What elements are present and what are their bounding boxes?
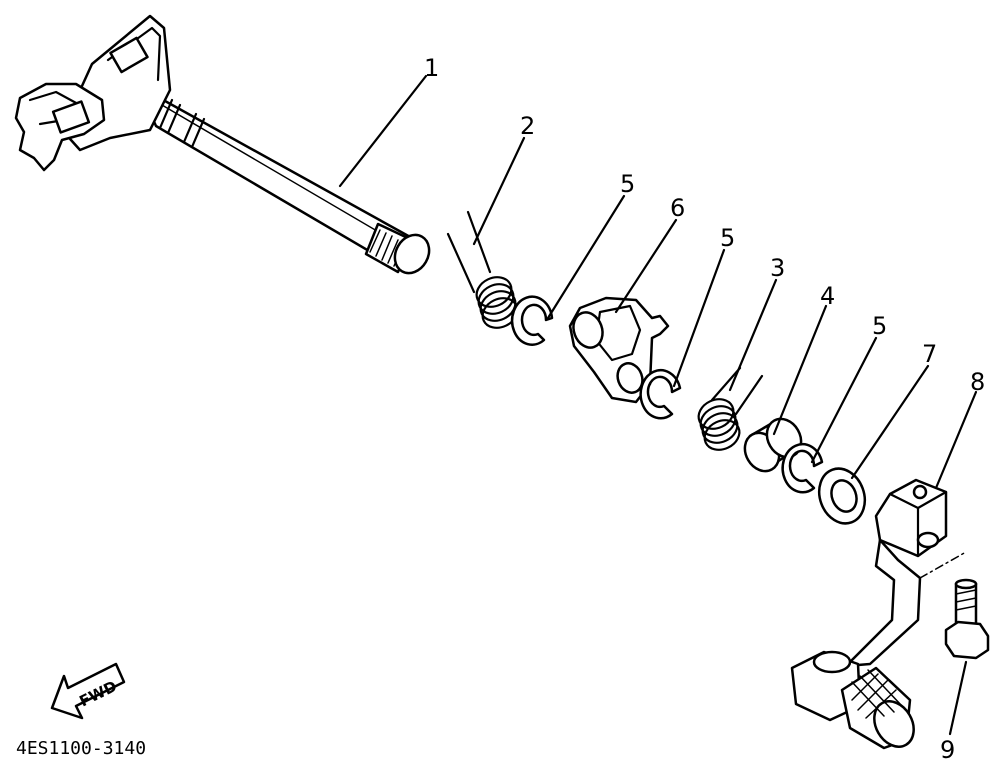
part-7-washer xyxy=(817,467,867,525)
callout-5c: 5 xyxy=(872,312,887,340)
leader-lines xyxy=(338,74,978,736)
part-5-circlip-b xyxy=(639,368,682,420)
callout-5b: 5 xyxy=(720,224,735,252)
callout-8: 8 xyxy=(970,368,985,396)
part-8-shift-pedal xyxy=(790,478,967,750)
callout-2: 2 xyxy=(520,112,535,140)
part-5-circlip-c xyxy=(781,442,824,494)
callout-7: 7 xyxy=(922,340,937,368)
callout-6: 6 xyxy=(670,194,685,222)
part-9-bolt xyxy=(944,578,990,660)
callout-4: 4 xyxy=(820,282,835,310)
fwd-arrow-icon: FWD xyxy=(50,662,126,720)
callout-1: 1 xyxy=(424,54,439,82)
callouts: 1 2 5 6 5 3 4 5 7 8 9 xyxy=(424,54,985,764)
diagram-code: 4ES1100-3140 xyxy=(16,738,146,759)
part-3-spring xyxy=(697,366,764,451)
part-6-shift-plate xyxy=(568,296,670,404)
callout-3: 3 xyxy=(770,254,785,282)
callout-9: 9 xyxy=(940,736,955,764)
part-2-torsion-spring xyxy=(446,210,519,329)
part-4-collar xyxy=(743,417,803,473)
part-1-shift-shaft xyxy=(14,14,431,275)
callout-5a: 5 xyxy=(620,170,635,198)
part-5-circlip-a xyxy=(510,295,554,346)
